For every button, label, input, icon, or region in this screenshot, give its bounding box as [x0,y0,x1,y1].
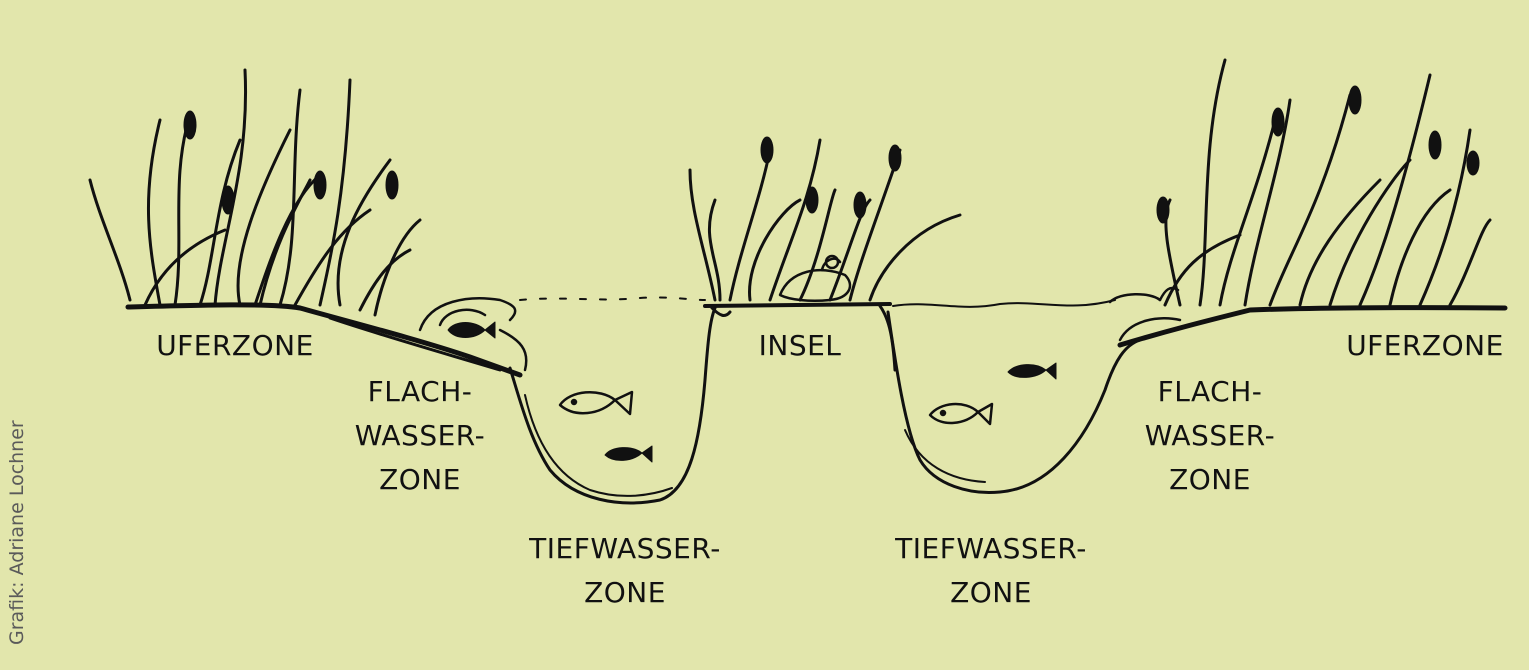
right-basin-inner [904,429,986,483]
water-surface-left [519,296,706,301]
fish-shallow-left [447,321,496,339]
label-uferzone-left: UFERZONE [150,324,320,368]
label-tiefwasserzone-left: TIEFWASSER- ZONE [510,527,740,615]
label-flachwasserzone-left: FLACH- WASSER- ZONE [340,370,500,502]
label-text: UFERZONE [1346,329,1504,362]
island-left-wall [710,306,732,317]
left-bank-slope-shadow [328,316,502,372]
label-line: TIEFWASSER- [529,532,721,565]
label-line: ZONE [379,463,461,496]
reeds-island [688,138,962,302]
label-line: FLACH- [367,375,473,408]
label-line: FLACH- [1157,375,1263,408]
fish-deep-left-1 [558,390,634,416]
label-line: ZONE [950,576,1032,609]
cattails-island [760,136,902,219]
fish-deep-left-2 [604,445,653,463]
water-surface-right [892,299,1116,308]
shallow-plants-right [1108,286,1182,342]
label-tiefwasserzone-right: TIEFWASSER- ZONE [876,527,1106,615]
left-basin [508,306,717,505]
right-bank-ground [1117,305,1508,348]
right-basin [886,310,1142,495]
label-text: UFERZONE [156,329,314,362]
reeds-right-bank [1163,58,1492,307]
fish-deep-right-1 [928,402,994,426]
shallow-plants-left [418,297,528,372]
label-line: WASSER- [1144,419,1276,452]
island-top [703,302,892,308]
reeds-left-bank [88,68,422,317]
label-flachwasserzone-right: FLACH- WASSER- ZONE [1130,370,1290,502]
label-uferzone-right: UFERZONE [1335,324,1515,368]
duck-nest-island [778,254,852,303]
label-line: ZONE [584,576,666,609]
cattails-left-bank [183,110,399,215]
label-line: WASSER- [354,419,486,452]
label-insel: INSEL [740,324,860,368]
label-line: ZONE [1169,463,1251,496]
graphic-credit: Grafik: Adriane Lochner [6,420,28,645]
fish-deep-right-2 [1007,362,1057,380]
label-line: TIEFWASSER- [895,532,1087,565]
left-basin-inner [524,394,673,497]
left-bank-ground [125,302,523,378]
cattails-right-bank [1156,85,1480,224]
label-text: INSEL [758,329,842,362]
